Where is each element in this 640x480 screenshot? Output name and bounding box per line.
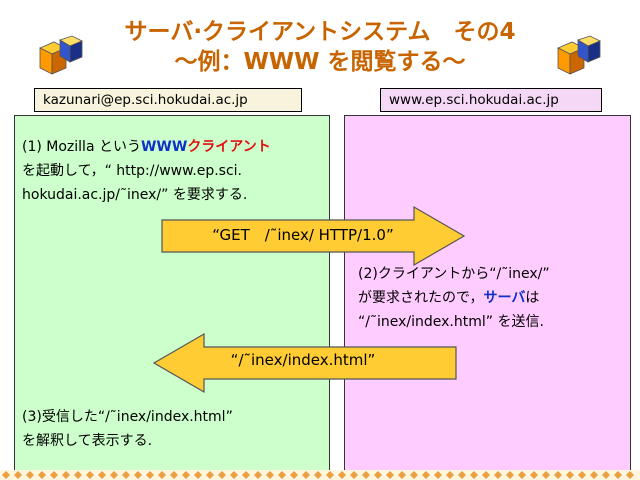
decoration-diamond	[446, 471, 454, 479]
decoration-diamond	[362, 471, 370, 479]
decoration-diamond	[602, 471, 610, 479]
decoration-diamond	[278, 471, 286, 479]
decoration-diamond	[14, 471, 22, 479]
step-3-line-1: (3)受信した“/˜inex/index.html”	[22, 409, 233, 425]
decoration-diamond	[134, 471, 142, 479]
decoration-diamond	[314, 471, 322, 479]
decoration-diamond	[302, 471, 310, 479]
decoration-diamond	[590, 471, 598, 479]
page-subtitle: 〜例：WWW を閲覧する〜	[174, 49, 466, 75]
decoration-diamond	[74, 471, 82, 479]
bottom-border-decoration	[0, 470, 640, 480]
server-highlight: サーバ	[483, 290, 526, 306]
decoration-diamond	[398, 471, 406, 479]
step-1-text: (1) Mozilla というWWWクライアント を起動して，“ http://…	[22, 135, 271, 207]
decoration-diamond	[422, 471, 430, 479]
decoration-diamond	[194, 471, 202, 479]
decoration-diamond	[350, 471, 358, 479]
step-2-suffix: は	[525, 290, 540, 306]
step-3-line-2: を解釈して表示する.	[22, 433, 153, 449]
request-arrow-label: “GET /˜inex/ HTTP/1.0”	[212, 226, 394, 244]
decoration-diamond	[38, 471, 46, 479]
server-host-label: www.ep.sci.hokudai.ac.jp	[380, 88, 602, 112]
step-2-prefix: が要求されたので，	[358, 290, 484, 306]
decoration-diamond	[266, 471, 274, 479]
step-3-text: (3)受信した“/˜inex/index.html” を解釈して表示する.	[22, 405, 233, 453]
decoration-diamond	[2, 471, 10, 479]
decoration-diamond	[506, 471, 514, 479]
decoration-diamond	[458, 471, 466, 479]
decoration-diamond	[542, 471, 550, 479]
decoration-diamond	[518, 471, 526, 479]
www-highlight: WWW	[140, 139, 188, 155]
decoration-diamond	[26, 471, 34, 479]
decoration-diamond	[614, 471, 622, 479]
decoration-diamond	[146, 471, 154, 479]
decoration-diamond	[158, 471, 166, 479]
decoration-diamond	[434, 471, 442, 479]
response-arrow-label: “/˜inex/index.html”	[230, 351, 376, 369]
decoration-diamond	[254, 471, 262, 479]
decoration-diamond	[566, 471, 574, 479]
step-2-text: (2)クライアントから“/˜inex/” が要求されたので，サーバは “/˜in…	[358, 262, 550, 334]
right-arrow-icon	[161, 205, 466, 267]
decoration-diamond	[206, 471, 214, 479]
decoration-diamond	[122, 471, 130, 479]
decoration-diamond	[242, 471, 250, 479]
decoration-diamond	[50, 471, 58, 479]
decoration-diamond	[386, 471, 394, 479]
client-highlight: クライアント	[187, 139, 271, 155]
decoration-diamond	[554, 471, 562, 479]
decoration-diamond	[578, 471, 586, 479]
decoration-diamond	[62, 471, 70, 479]
decoration-diamond	[182, 471, 190, 479]
decoration-diamond	[530, 471, 538, 479]
decoration-diamond	[470, 471, 478, 479]
cube-logo-icon	[39, 35, 83, 75]
decoration-diamond	[98, 471, 106, 479]
left-arrow-icon	[152, 332, 457, 394]
step-2-line-3: “/˜inex/index.html” を送信.	[358, 314, 544, 330]
step-1-line-3: hokudai.ac.jp/˜inex/” を要求する.	[22, 187, 248, 203]
decoration-diamond	[482, 471, 490, 479]
decoration-diamond	[494, 471, 502, 479]
client-panel	[14, 115, 330, 474]
decoration-diamond	[410, 471, 418, 479]
decoration-diamond	[110, 471, 118, 479]
step-2-line-1: (2)クライアントから“/˜inex/”	[358, 266, 550, 282]
step-1-prefix: (1) Mozilla という	[22, 139, 141, 155]
page-title: サーバ·クライアントシステム その4	[124, 19, 516, 45]
decoration-diamond	[170, 471, 178, 479]
decoration-diamond	[86, 471, 94, 479]
decoration-diamond	[326, 471, 334, 479]
client-host-label: kazunari@ep.sci.hokudai.ac.jp	[34, 88, 302, 112]
decoration-diamond	[374, 471, 382, 479]
server-panel	[344, 115, 631, 474]
decoration-diamond	[218, 471, 226, 479]
decoration-diamond	[290, 471, 298, 479]
decoration-diamond	[338, 471, 346, 479]
step-1-line-2: を起動して，“ http://www.ep.sci.	[22, 163, 242, 179]
cube-logo-icon	[557, 35, 601, 75]
decoration-diamond	[626, 471, 634, 479]
decoration-diamond	[230, 471, 238, 479]
